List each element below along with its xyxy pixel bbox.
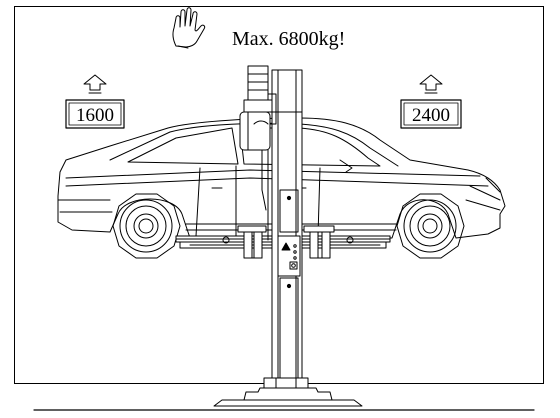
hand-icon	[172, 7, 206, 49]
front-wheel	[396, 193, 465, 259]
lift-column	[267, 69, 303, 379]
front-weight-value: 1600	[76, 105, 114, 126]
warning-icon	[281, 242, 291, 251]
rear-weight-value: 2400	[412, 105, 450, 126]
up-arrow-icon	[83, 74, 107, 94]
front-weight-indicator: 1600	[65, 74, 125, 129]
motor-unit	[239, 65, 273, 211]
rear-weight-indicator: 2400	[400, 74, 462, 129]
max-load-label: Max. 6800kg!	[232, 28, 345, 50]
rear-wheel	[112, 193, 181, 259]
lift-base	[213, 377, 363, 407]
up-arrow-icon	[419, 74, 443, 94]
